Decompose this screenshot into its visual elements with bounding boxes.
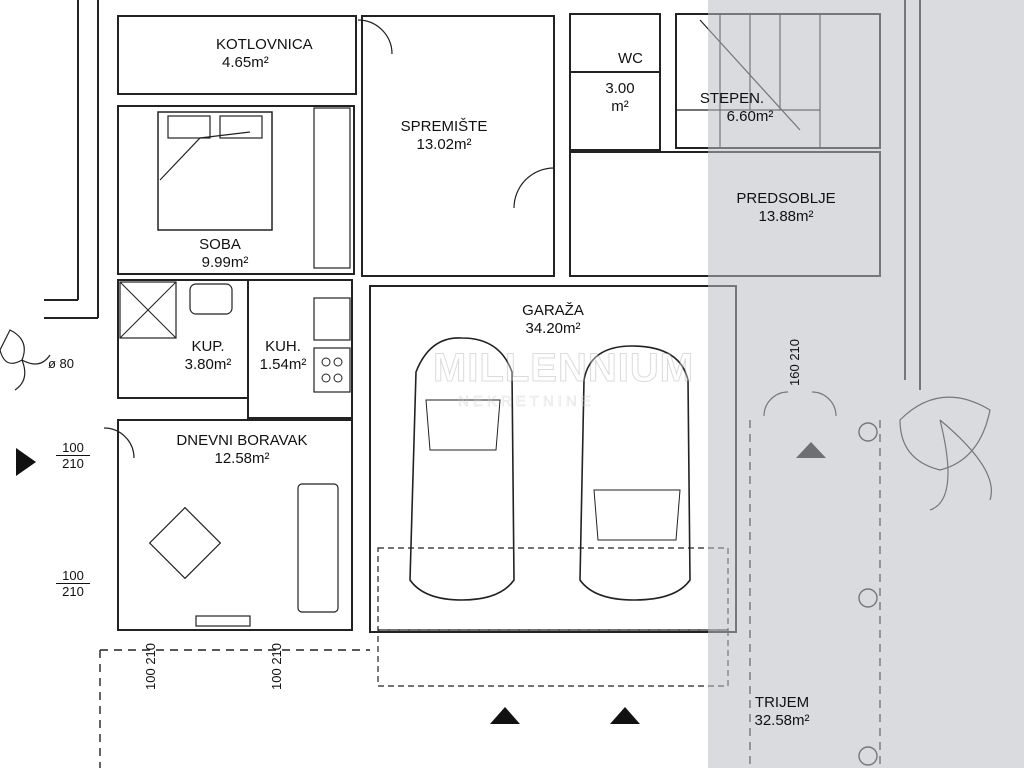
label-wc: WC [618, 50, 643, 68]
room-area: 1.54m² [259, 356, 307, 373]
entrance-arrow-left [16, 448, 36, 476]
dim-door-left-1: 100 210 [56, 440, 90, 471]
dim-width: 100 [269, 668, 284, 690]
room-area: 12.58m² [214, 450, 270, 467]
room-name: TRIJEM [754, 694, 810, 711]
room-name: KUH. [265, 338, 301, 355]
room-area: 32.58m² [754, 712, 810, 729]
dim-width: 100 [56, 440, 90, 456]
entrance-arrow-bottom-2 [610, 707, 640, 724]
dim-width: 100 [56, 568, 90, 584]
room-kuh [247, 279, 353, 419]
label-garaza: GARAŽA 34.20m² [498, 302, 608, 338]
dim-width: 160 [787, 364, 802, 386]
room-area: 4.65m² [222, 54, 269, 71]
room-soba [117, 105, 355, 275]
watermark: MILLENNIUM NEKRETNINE [318, 338, 718, 428]
room-name: SOBA [199, 236, 241, 253]
room-name: SPREMIŠTE [400, 118, 488, 135]
label-dnevni-boravak: DNEVNI BORAVAK 12.58m² [152, 432, 332, 468]
room-area: 9.99m² [201, 254, 249, 271]
label-spremiste: SPREMIŠTE 13.02m² [388, 118, 500, 154]
watermark-text: MILLENNIUM [432, 346, 695, 391]
room-name: STEPEN. [699, 90, 765, 107]
room-area: 6.60m² [726, 108, 774, 125]
car-2 [579, 345, 691, 601]
room-name: WC [618, 50, 643, 67]
room-kotlovnica [117, 15, 357, 95]
dim-diameter: ø 80 [48, 356, 75, 371]
car-1 [409, 337, 515, 601]
room-spremiste [361, 15, 555, 277]
dim-height: 210 [62, 456, 84, 471]
room-dnevni-boravak [117, 419, 353, 631]
label-trijem: TRIJEM 32.58m² [734, 694, 830, 730]
dim-height: 210 [143, 642, 158, 665]
room-name: GARAŽA [522, 302, 584, 319]
dim-height: 210 [62, 584, 84, 599]
dim-door-entrance: 160 210 [787, 338, 802, 386]
room-name: KUP. [191, 338, 225, 355]
dim-height: 210 [787, 338, 802, 361]
room-wc [569, 13, 661, 151]
room-name: PREDSOBLJE [736, 190, 836, 207]
scan-shadow [708, 0, 1024, 768]
dim-window-bottom-1: 100 210 [143, 642, 158, 690]
label-stepen: STEPEN. 6.60m² [682, 90, 782, 126]
room-area: 3.00 m² [605, 80, 635, 115]
room-area: 13.02m² [416, 136, 472, 153]
label-kotlovnica: KOTLOVNICA 4.65m² [216, 36, 313, 72]
label-wc-area: 3.00 m² [600, 80, 640, 116]
dim-height: 210 [269, 642, 284, 665]
exterior-wall-left [44, 0, 99, 319]
dim-window-left-2: 100 210 [56, 568, 90, 599]
room-area: 34.20m² [525, 320, 581, 337]
entrance-arrow-bottom-1 [490, 707, 520, 724]
label-soba: SOBA 9.99m² [180, 236, 260, 272]
label-kuh: KUH. 1.54m² [250, 338, 316, 374]
plant-left [0, 329, 51, 391]
label-kup: KUP. 3.80m² [172, 338, 244, 374]
room-name: KOTLOVNICA [216, 36, 313, 53]
watermark-subtext: NEKRETNINE [458, 393, 595, 411]
label-predsoblje: PREDSOBLJE 13.88m² [712, 190, 860, 226]
room-area: 3.80m² [184, 356, 232, 373]
room-name: DNEVNI BORAVAK [176, 432, 308, 449]
dim-width: 100 [143, 668, 158, 690]
dim-window-bottom-2: 100 210 [269, 642, 284, 690]
room-area: 13.88m² [758, 208, 814, 225]
